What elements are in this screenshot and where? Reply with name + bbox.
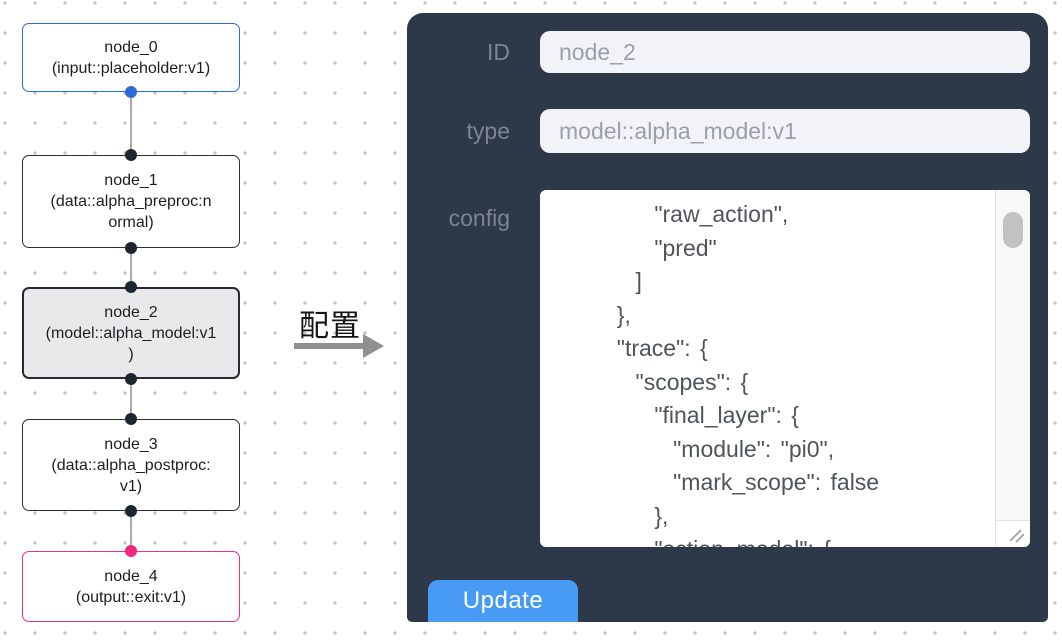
textarea-resize-handle[interactable] bbox=[995, 520, 1030, 547]
edge-node1-node2 bbox=[130, 248, 132, 287]
config-scrollbar-track[interactable] bbox=[995, 190, 1030, 520]
node-title: node_0 bbox=[104, 38, 158, 56]
node-title: node_4 bbox=[104, 567, 158, 585]
node-type-line: (data::alpha_preproc:n bbox=[50, 193, 212, 210]
port-out-node_0[interactable] bbox=[125, 86, 137, 98]
config-field-label: config bbox=[448, 205, 510, 231]
port-out-node_1[interactable] bbox=[125, 242, 137, 254]
id-input[interactable] bbox=[540, 31, 1030, 73]
node-title: node_2 bbox=[104, 303, 158, 321]
flow-node-node_2-selected[interactable]: node_2 (model::alpha_model:v1 ) bbox=[22, 287, 240, 379]
edge-node3-node4 bbox=[130, 511, 132, 551]
node-title: node_3 bbox=[104, 435, 158, 453]
node-type-line: (data::alpha_postproc: bbox=[51, 456, 211, 474]
port-out-node_3[interactable] bbox=[125, 505, 137, 517]
flow-node-node_4[interactable]: node_4 (output::exit:v1) bbox=[22, 551, 240, 622]
right-arrow-icon bbox=[294, 343, 364, 349]
port-in-node_4[interactable] bbox=[125, 545, 137, 557]
node-type-line: (output::exit:v1) bbox=[75, 588, 187, 606]
resize-grip-icon bbox=[1009, 529, 1025, 543]
node-title: node_1 bbox=[104, 172, 158, 189]
node-config-panel: ID type config "raw_action", "pred" ] },… bbox=[407, 13, 1048, 622]
port-in-node_1[interactable] bbox=[125, 149, 137, 161]
flow-node-node_3[interactable]: node_3 (data::alpha_postproc: v1) bbox=[22, 419, 240, 511]
port-in-node_3[interactable] bbox=[125, 413, 137, 425]
config-json-text: "raw_action", "pred" ] }, "trace": { "sc… bbox=[616, 201, 880, 547]
node-type-line: (input::placeholder:v1) bbox=[51, 59, 211, 77]
config-scrollbar-thumb[interactable] bbox=[1003, 212, 1023, 248]
node-type-line: ormal) bbox=[108, 214, 154, 231]
edge-node2-node3 bbox=[130, 379, 132, 419]
type-field-label: type bbox=[466, 118, 510, 144]
right-arrow-head-icon bbox=[363, 334, 384, 358]
configure-label: 配置 bbox=[299, 310, 361, 343]
config-textarea[interactable]: "raw_action", "pred" ] }, "trace": { "sc… bbox=[540, 190, 1030, 547]
flow-node-node_0[interactable]: node_0 (input::placeholder:v1) bbox=[22, 23, 240, 92]
port-out-node_2[interactable] bbox=[125, 373, 137, 385]
node-type-line: ) bbox=[128, 345, 134, 363]
id-field-label: ID bbox=[487, 39, 510, 65]
type-input[interactable] bbox=[540, 109, 1030, 153]
flow-node-node_1[interactable]: node_1 (data::alpha_preproc:n ormal) bbox=[22, 155, 240, 248]
update-button[interactable]: Update bbox=[428, 580, 578, 622]
node-type-line: (model::alpha_model:v1 bbox=[45, 324, 217, 342]
port-in-node_2[interactable] bbox=[125, 281, 137, 293]
node-type-line: v1) bbox=[119, 477, 143, 495]
edge-node0-node1 bbox=[130, 92, 132, 155]
